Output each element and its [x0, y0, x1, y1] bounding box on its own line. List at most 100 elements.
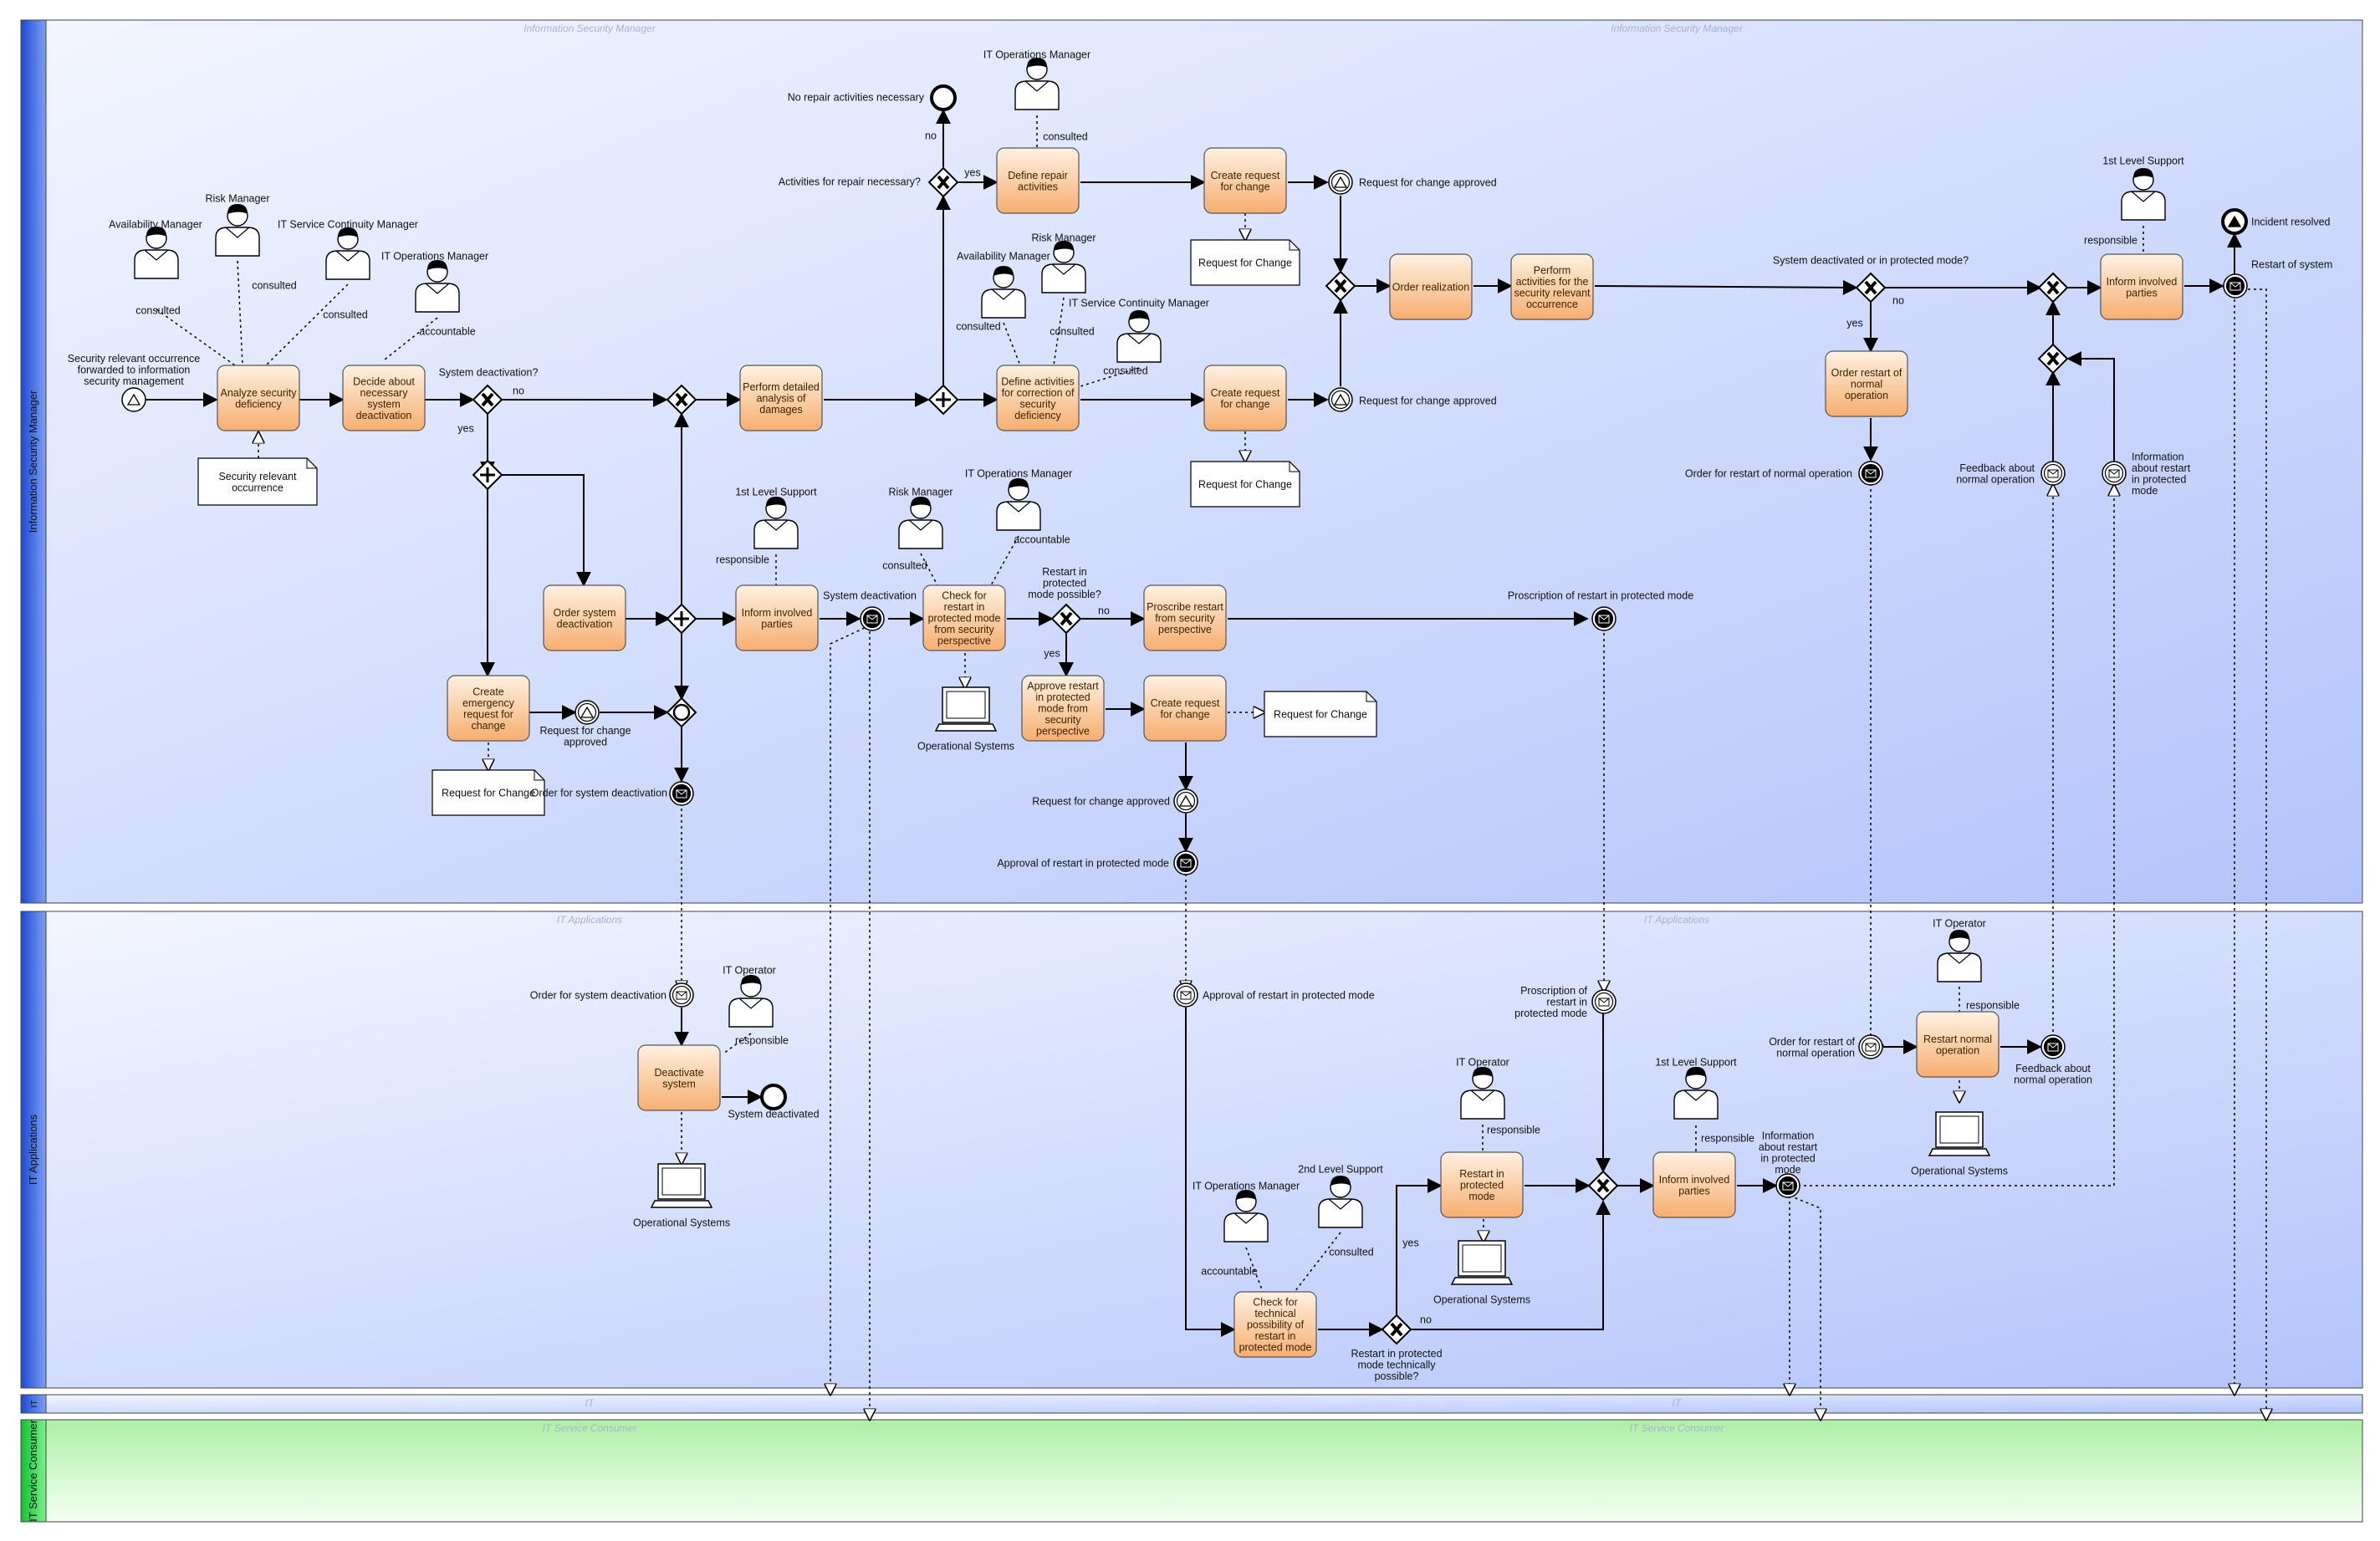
role-relation: consulted: [323, 309, 368, 321]
role-name: 2nd Level Support: [1298, 1164, 1383, 1176]
role-relation: consulted: [1329, 1247, 1374, 1258]
label-restart_of_system: Restart of system: [2251, 259, 2332, 271]
role-relation: consulted: [1043, 131, 1088, 143]
message-flow: [1798, 485, 2114, 1186]
lane-label-ita: IT Applications: [27, 1114, 39, 1185]
role-person-icon: [1041, 241, 1086, 293]
message-flow: [2248, 288, 2266, 1420]
label-yes: yes: [1044, 648, 1060, 660]
svg-text:Information Security Manager: Information Security Manager: [1611, 23, 1743, 34]
label-rfc_approved: Request for change approved: [1359, 177, 1497, 189]
role-person-icon: [1460, 1067, 1505, 1120]
role-name: Risk Manager: [888, 487, 953, 498]
gateway-merge-2: [1325, 270, 1356, 302]
gateway-deactivated-or-protected: [1855, 272, 1887, 304]
data-object-label: Request for Change: [1198, 479, 1292, 491]
role-relation: accountable: [419, 326, 475, 338]
sequence-flow: [1185, 1008, 1236, 1337]
label-no: no: [1098, 605, 1110, 617]
association: [990, 535, 1019, 586]
gateway-system-deactivation: [472, 384, 503, 416]
label-yes: yes: [1846, 318, 1862, 329]
role-relation: consulted: [1050, 326, 1095, 338]
role-person-icon: [1014, 58, 1060, 110]
role-name: Risk Manager: [205, 193, 269, 205]
role-name: IT Operations Manager: [1193, 1181, 1300, 1192]
role-name: 1st Level Support: [735, 487, 817, 498]
association: [1003, 322, 1021, 366]
role-name: 1st Level Support: [1655, 1057, 1737, 1069]
end-event-no-repair: [930, 84, 957, 111]
label-yes: yes: [457, 423, 473, 435]
role-name: Risk Manager: [1031, 232, 1096, 244]
role-relation: consulted: [882, 560, 927, 572]
system-label: Operational Systems: [1911, 1166, 2008, 1177]
gateway-tech-possible: [1381, 1314, 1412, 1345]
gateway-merge-4: [2037, 343, 2069, 375]
svg-text:IT Applications: IT Applications: [1644, 914, 1709, 926]
role-relation: responsible: [2084, 235, 2137, 247]
association: [1294, 1232, 1341, 1293]
gateway-merge: [666, 384, 697, 416]
computer-icon: [934, 686, 998, 732]
data-object-d2: Request for Change: [1190, 239, 1300, 286]
system-label: Operational Systems: [917, 741, 1014, 753]
label-system_deactivation_msg: System deactivation: [823, 590, 917, 602]
role-name: IT Operations Manager: [983, 49, 1090, 61]
data-object-d3: Request for Change: [1190, 461, 1300, 508]
pool-it: IT IT IT: [20, 1394, 2363, 1414]
gateway-parallel-3: [666, 603, 697, 635]
role-relation: consulted: [956, 321, 1001, 333]
svg-text:IT Applications: IT Applications: [557, 914, 622, 926]
label-no_repair: No repair activities necessary: [788, 92, 925, 104]
association: [1245, 1247, 1264, 1293]
label-rfc_approved_2: Request for change approved: [1359, 395, 1497, 407]
sequence-flows: [146, 109, 2266, 1420]
task-t8[interactable]: Order realization: [1389, 253, 1473, 320]
role-person-icon: [1673, 1067, 1719, 1120]
task-label: Order realization: [1392, 282, 1469, 293]
sequence-flow: [1411, 1200, 1611, 1330]
